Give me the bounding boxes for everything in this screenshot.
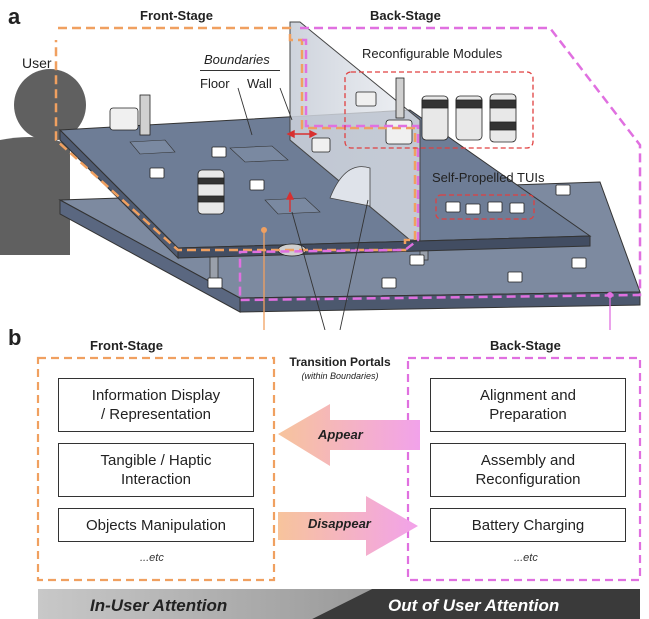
in-user-attention-label: In-User Attention [90,596,228,615]
disappear-label: Disappear [308,516,371,531]
boundaries-label: Boundaries [204,52,270,67]
back-item-battery-charging: Battery Charging [430,508,626,542]
front-item-tangible-haptic: Tangible / Haptic Interaction [58,443,254,497]
out-user-attention-label: Out of User Attention [388,596,560,615]
front-item-information-display: Information Display / Representation [58,378,254,432]
back-item-assembly: Assembly and Reconfiguration [430,443,626,497]
floor-label: Floor [200,76,230,91]
front-etc: ...etc [140,552,164,564]
a-back-stage-title: Back-Stage [370,8,441,23]
back-item-alignment: Alignment and Preparation [430,378,626,432]
boundaries-underline [200,70,280,71]
panel-b-letter: b [8,325,22,350]
reconfigurable-modules [355,77,517,145]
panel-a-letter: a [8,4,21,29]
appear-label: Appear [318,427,363,442]
panel-b-graphics [36,356,642,619]
b-front-stage-title: Front-Stage [90,338,163,353]
apparatus-illustration [0,21,642,330]
reconfigurable-modules-label: Reconfigurable Modules [362,46,503,61]
wall-label: Wall [247,76,272,91]
wall-divider [289,21,421,241]
upper-table [58,109,592,260]
user-label: User [22,55,52,71]
front-item-objects-manipulation: Objects Manipulation [58,508,254,542]
a-front-stage-title: Front-Stage [140,8,213,23]
b-back-stage-title: Back-Stage [490,338,561,353]
transition-portals-title: Transition Portals [289,355,391,369]
transition-portals-subtitle: (within Boundaries) [301,371,379,381]
back-etc: ...etc [514,552,538,564]
self-propelled-label: Self-Propelled TUIs [432,170,545,185]
user-silhouette [0,69,86,255]
